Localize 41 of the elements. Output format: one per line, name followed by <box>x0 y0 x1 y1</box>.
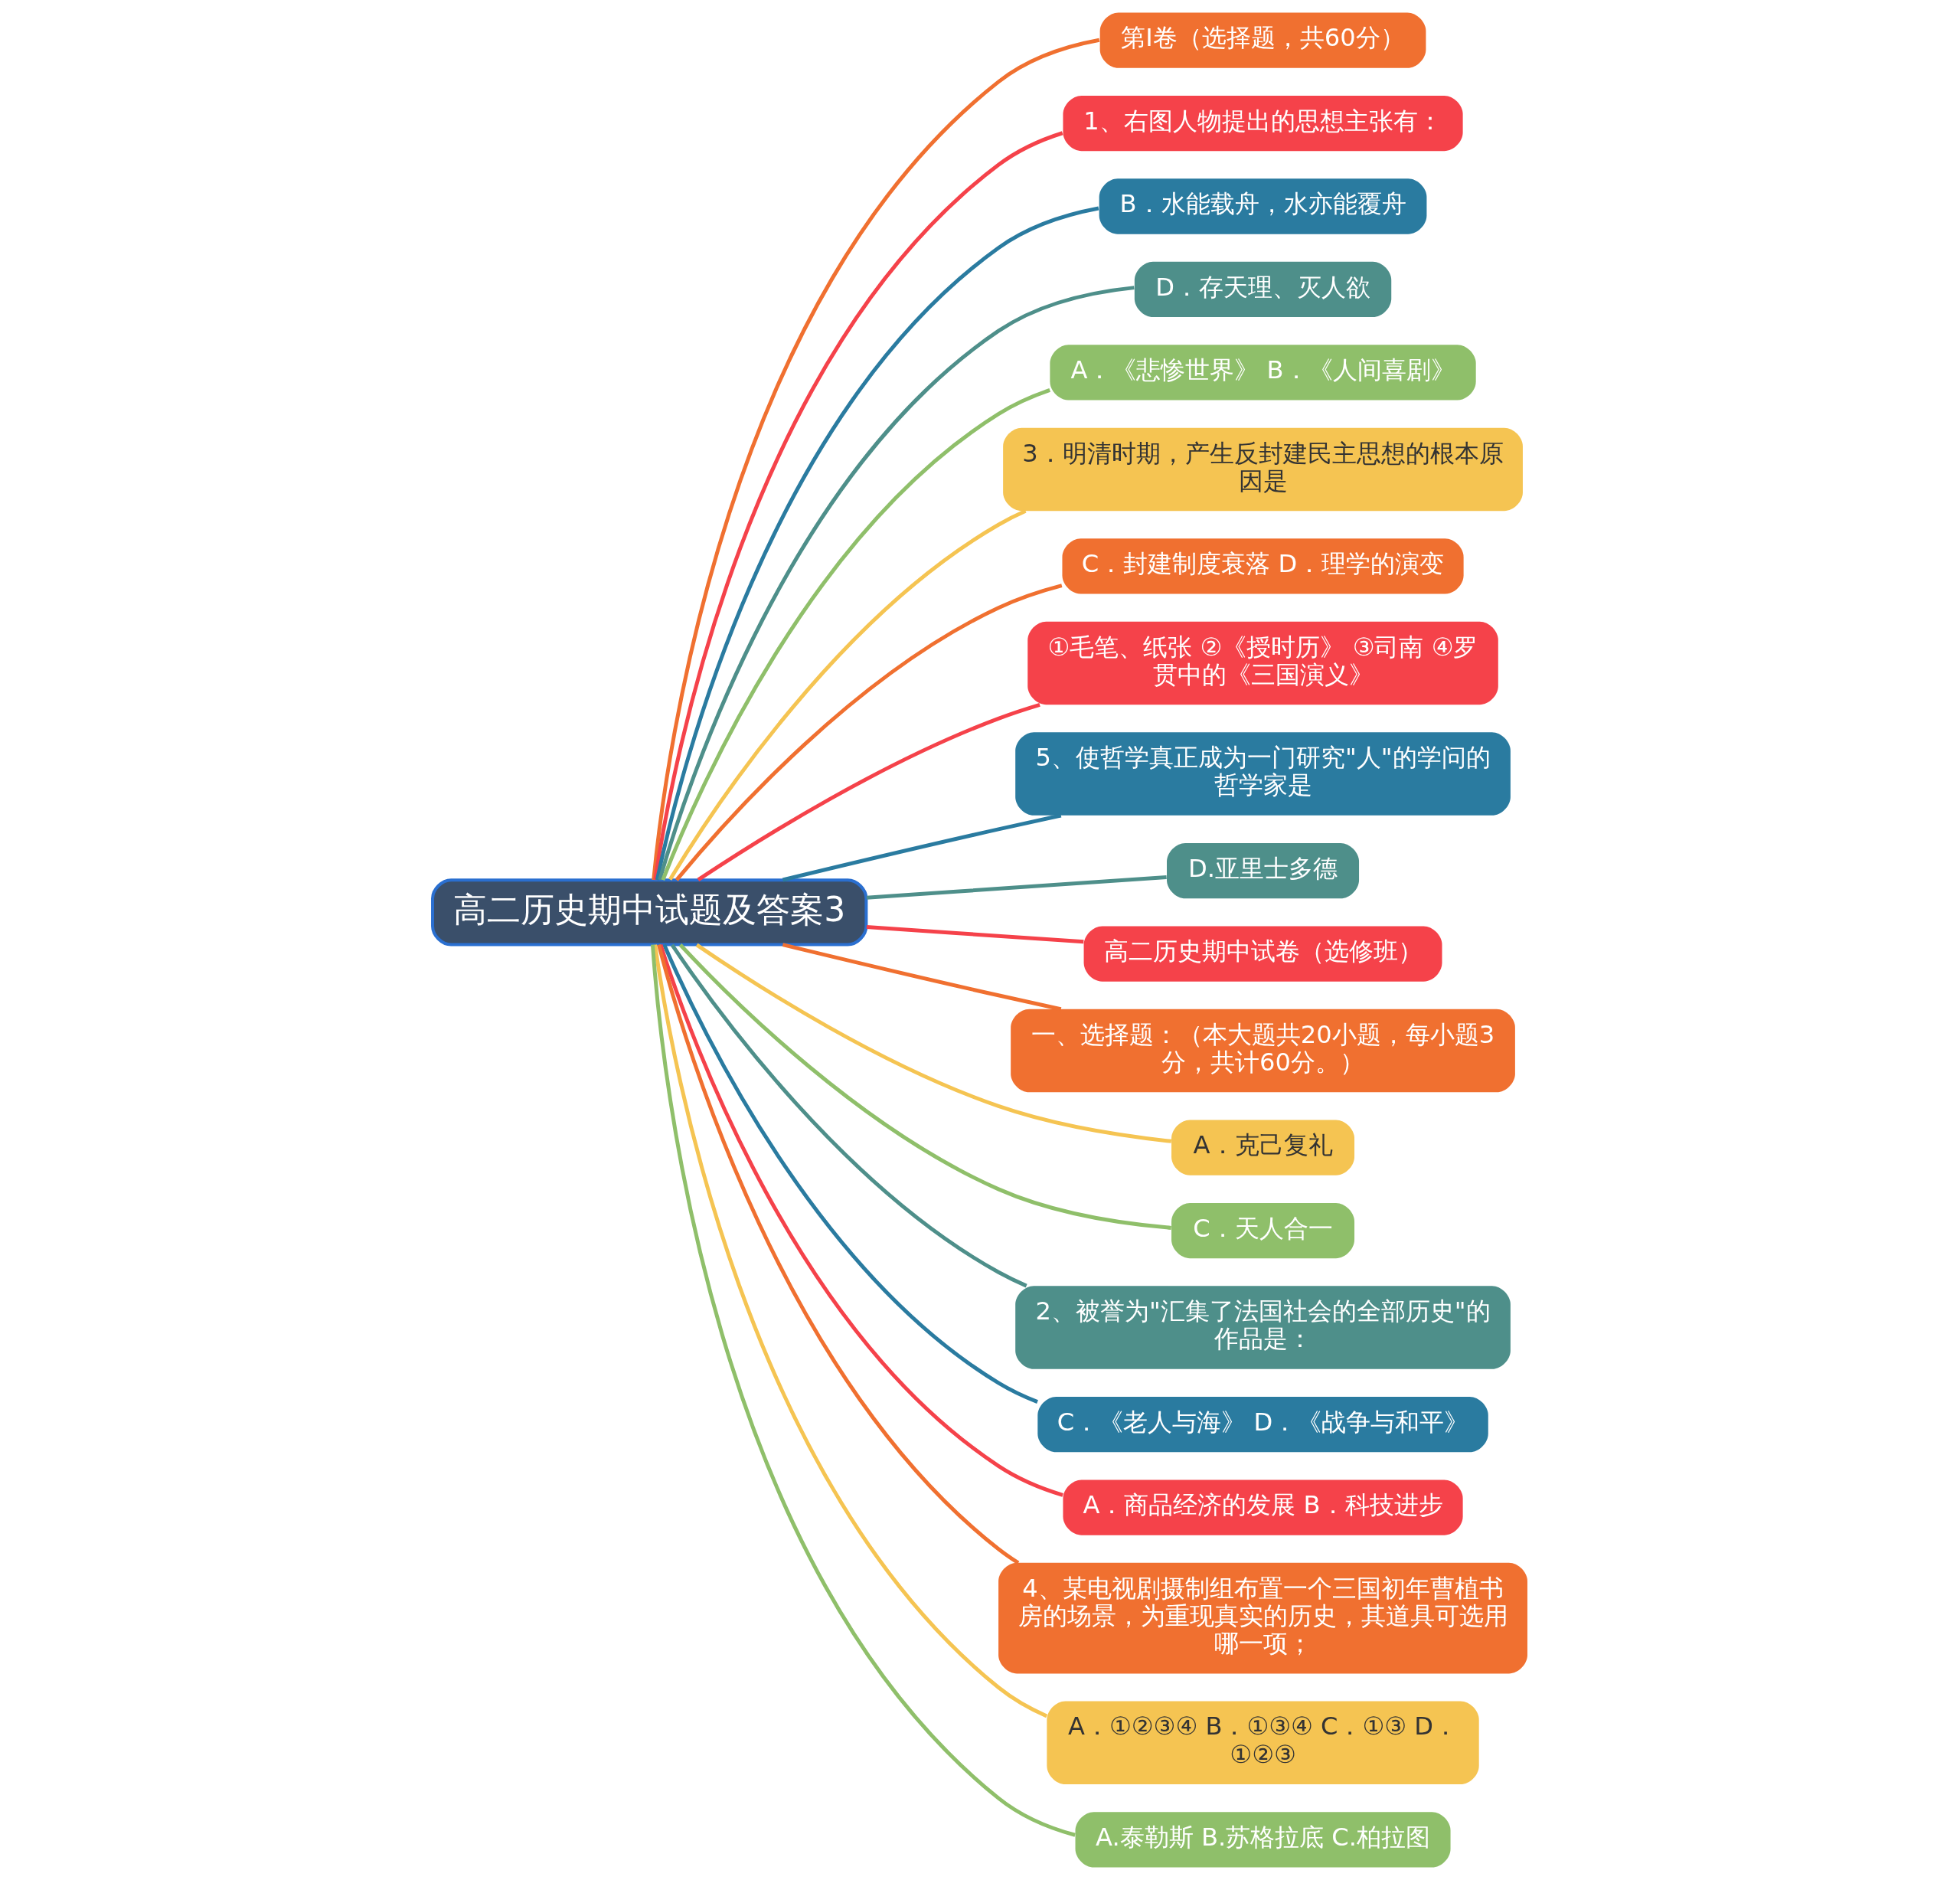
node-box: C．《老人与海》 D．《战争与和平》 <box>1037 1397 1488 1453</box>
connector <box>670 943 1027 1288</box>
node-box: 3．明清时期，产生反封建民主思想的根本原因是 <box>1003 427 1523 512</box>
node-box: C．封建制度衰落 D．理学的演变 <box>1062 538 1464 594</box>
connector <box>782 943 1062 1012</box>
connector <box>695 943 1172 1143</box>
connector <box>662 943 1038 1404</box>
connector <box>657 943 1020 1564</box>
connector <box>653 131 1063 881</box>
connector <box>653 944 1048 1718</box>
node-box: 2、被誉为"汇集了法国社会的全部历史"的作品是： <box>1015 1286 1511 1369</box>
node-box: D．存天理、灭人欲 <box>1134 261 1392 318</box>
node-box: 高二历史期中试卷（选修班） <box>1083 926 1442 982</box>
node-box: 5、使哲学真正成为一门研究"人"的学问的哲学家是 <box>1015 732 1511 816</box>
connector <box>866 875 1167 900</box>
node-box: A．①②③④ B．①③④ C．①③ D．①②③ <box>1047 1701 1479 1785</box>
node-box: A．克己复礼 <box>1171 1120 1355 1175</box>
node-box: B．水能载舟，水亦能覆舟 <box>1099 178 1427 234</box>
connector <box>678 943 1171 1230</box>
connector <box>697 702 1040 882</box>
connector <box>658 943 1063 1497</box>
connector <box>655 206 1099 881</box>
connector <box>668 509 1027 881</box>
node-box: 第Ⅰ卷（选择题，共60分） <box>1099 12 1426 68</box>
node-box: ①毛笔、纸张 ②《授时历》 ③司南 ④罗贯中的《三国演义》 <box>1027 621 1498 705</box>
node-box: A.泰勒斯 B.苏格拉底 C.柏拉图 <box>1075 1812 1451 1868</box>
connector <box>651 944 1076 1837</box>
connector <box>675 584 1063 881</box>
node-box: A．商品经济的发展 B．科技进步 <box>1063 1479 1463 1535</box>
connector <box>866 925 1084 944</box>
connector <box>658 286 1135 881</box>
connector <box>652 38 1100 881</box>
node-box: D.亚里士多德 <box>1167 842 1360 899</box>
connector <box>782 813 1062 882</box>
node-box: 一、选择题：（本大题共20小题，每小题3分，共计60分。） <box>1011 1009 1515 1093</box>
node-box: A．《悲惨世界》 B．《人间喜剧》 <box>1050 345 1476 401</box>
connector <box>661 388 1051 881</box>
node-box: 1、右图人物提出的思想主张有： <box>1063 95 1463 152</box>
node-box: 高二历史期中试题及答案3 <box>431 878 868 947</box>
node-box: C．天人合一 <box>1171 1202 1355 1259</box>
node-box: 4、某电视剧摄制组布置一个三国初年曹植书房的场景，为重现真实的历史，其道具可选用哪一项； <box>998 1562 1527 1674</box>
